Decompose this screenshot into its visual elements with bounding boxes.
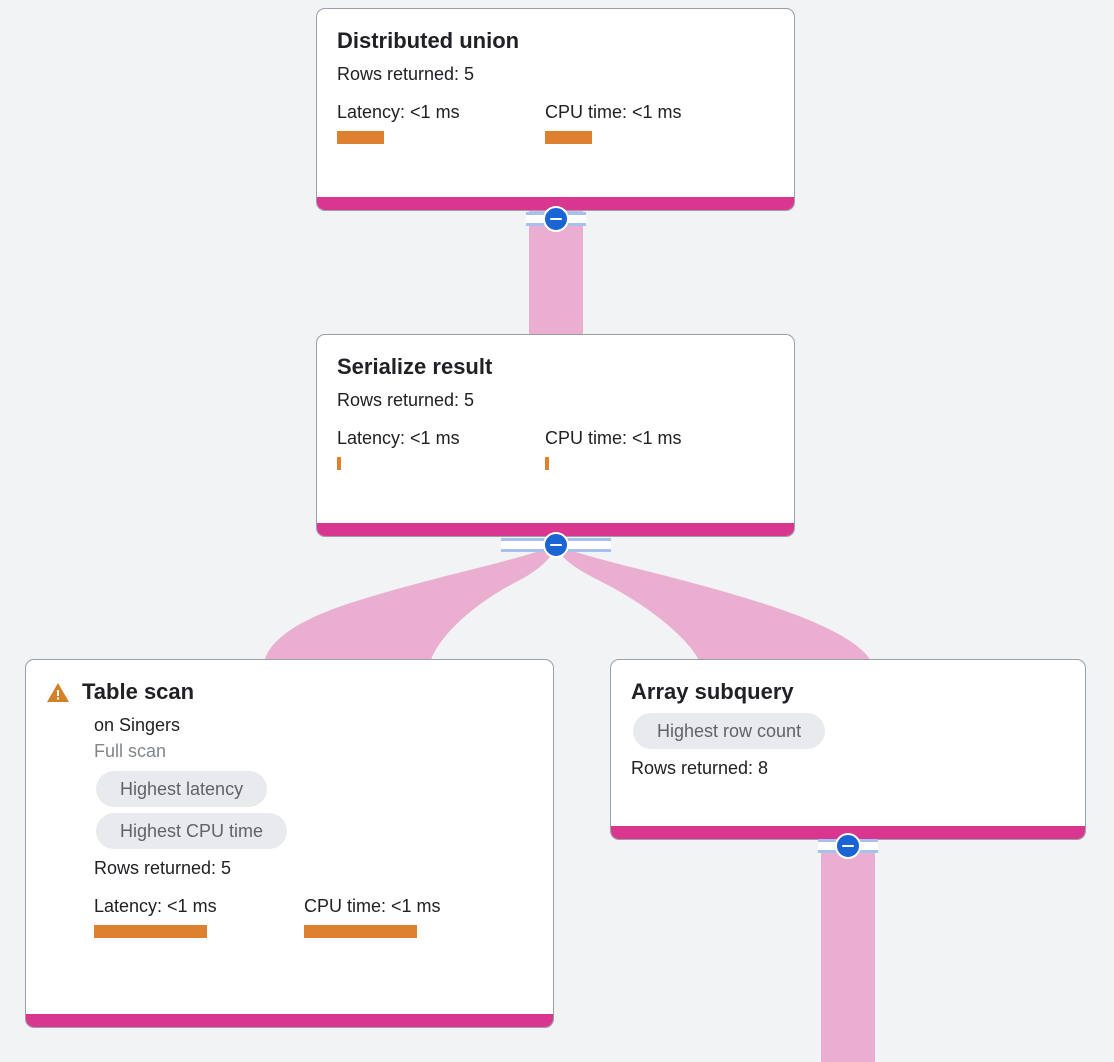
node-accent-bar: [317, 197, 794, 210]
node-array-subquery[interactable]: Array subquery Highest row count Rows re…: [610, 659, 1086, 840]
node-detail: Full scan: [94, 741, 167, 761]
node-body: Serialize result Rows returned: 5 Latenc…: [317, 335, 794, 523]
edge-serialize-result-to-array-subquery: [556, 545, 872, 663]
node-accent-bar: [26, 1014, 553, 1027]
node-accent-bar: [611, 826, 1085, 839]
node-body: Array subquery Highest row count Rows re…: [611, 660, 1085, 826]
metric-bar: [304, 925, 417, 938]
minus-circle-icon[interactable]: [543, 532, 569, 558]
metric-bar: [337, 457, 341, 470]
collapse-array-subquery[interactable]: [818, 833, 878, 859]
metric-label: CPU time: <1 ms: [545, 102, 682, 122]
metric-label: Latency: <1 ms: [337, 428, 460, 448]
chip-highest-latency[interactable]: Highest latency: [96, 771, 268, 807]
node-chips: Highest row count: [631, 713, 1065, 749]
metric-cpu-time: CPU time: <1 ms: [545, 427, 682, 470]
minus-circle-icon[interactable]: [543, 206, 569, 232]
node-metrics: Latency: <1 ms CPU time: <1 ms: [337, 101, 774, 144]
rows-returned: Rows returned: 5: [94, 858, 232, 878]
node-subtitle: on Singers: [94, 715, 181, 735]
node-body: Distributed union Rows returned: 5 Laten…: [317, 9, 794, 197]
node-serialize-result[interactable]: Serialize result Rows returned: 5 Latenc…: [316, 334, 795, 537]
metric-latency: Latency: <1 ms: [94, 895, 304, 938]
node-metrics: Latency: <1 ms CPU time: <1 ms: [337, 427, 774, 470]
minus-circle-icon[interactable]: [835, 833, 861, 859]
node-header: Array subquery: [631, 678, 1065, 706]
edge-serialize-result-to-table-scan: [264, 545, 556, 663]
node-body: Table scan on Singers Full scan Highest …: [26, 660, 553, 1014]
metric-bar: [337, 131, 384, 144]
chip-highest-cpu-time[interactable]: Highest CPU time: [96, 813, 288, 849]
node-detail-block: on Singers Full scan Highest latency Hig…: [46, 712, 533, 938]
metric-bar: [545, 131, 592, 144]
metric-bar: [545, 457, 549, 470]
node-title: Table scan: [82, 679, 195, 704]
metric-latency: Latency: <1 ms: [337, 427, 545, 470]
metric-latency: Latency: <1 ms: [337, 101, 545, 144]
rows-returned: Rows returned: 8: [631, 758, 769, 778]
collapse-serialize-result[interactable]: [501, 532, 611, 558]
warning-triangle-icon: [47, 683, 69, 702]
metric-label: Latency: <1 ms: [94, 896, 217, 916]
metric-bar: [94, 925, 207, 938]
metric-label: Latency: <1 ms: [337, 102, 460, 122]
node-accent-bar: [317, 523, 794, 536]
collapse-distributed-union[interactable]: [526, 206, 586, 232]
rows-returned: Rows returned: 5: [337, 390, 475, 410]
node-title: Distributed union: [337, 28, 520, 53]
edge-array-subquery-down: [821, 838, 875, 1062]
node-header: Distributed union: [337, 27, 774, 55]
node-metrics: Latency: <1 ms CPU time: <1 ms: [94, 895, 533, 938]
node-table-scan[interactable]: Table scan on Singers Full scan Highest …: [25, 659, 554, 1028]
node-header: Serialize result: [337, 353, 774, 381]
chip-highest-row-count[interactable]: Highest row count: [633, 713, 826, 749]
node-title: Array subquery: [631, 679, 794, 704]
metric-cpu-time: CPU time: <1 ms: [304, 895, 441, 938]
node-distributed-union[interactable]: Distributed union Rows returned: 5 Laten…: [316, 8, 795, 211]
metric-cpu-time: CPU time: <1 ms: [545, 101, 682, 144]
metric-label: CPU time: <1 ms: [545, 428, 682, 448]
node-header: Table scan: [46, 678, 533, 706]
node-title: Serialize result: [337, 354, 493, 379]
node-chips: Highest latency Highest CPU time: [94, 771, 533, 849]
rows-returned: Rows returned: 5: [337, 64, 475, 84]
metric-label: CPU time: <1 ms: [304, 896, 441, 916]
